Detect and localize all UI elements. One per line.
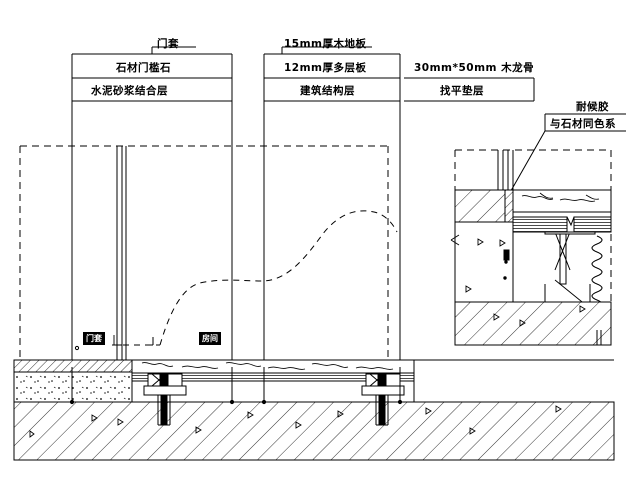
callout-zhaoping-dianceng: 找平垫层 (440, 85, 484, 97)
inline-tag-fang-jian: 房间 (199, 332, 221, 345)
callout-naihoujiao: 耐候胶 (576, 101, 609, 113)
callout-shuini-shajiang: 水泥砂浆结合层 (91, 85, 168, 97)
inline-tag-men-tao: 门套 (83, 332, 105, 345)
callout-yu-shicai-tongse: 与石材同色系 (550, 118, 616, 130)
callout-mu-longgu: 30mm*50mm 木龙骨 (414, 62, 535, 74)
callout-shicai-menkanshi: 石材门槛石 (116, 62, 171, 74)
callout-jiegouceng: 建筑结构层 (300, 85, 355, 97)
callout-duocengban: 12mm厚多层板 (284, 62, 367, 74)
